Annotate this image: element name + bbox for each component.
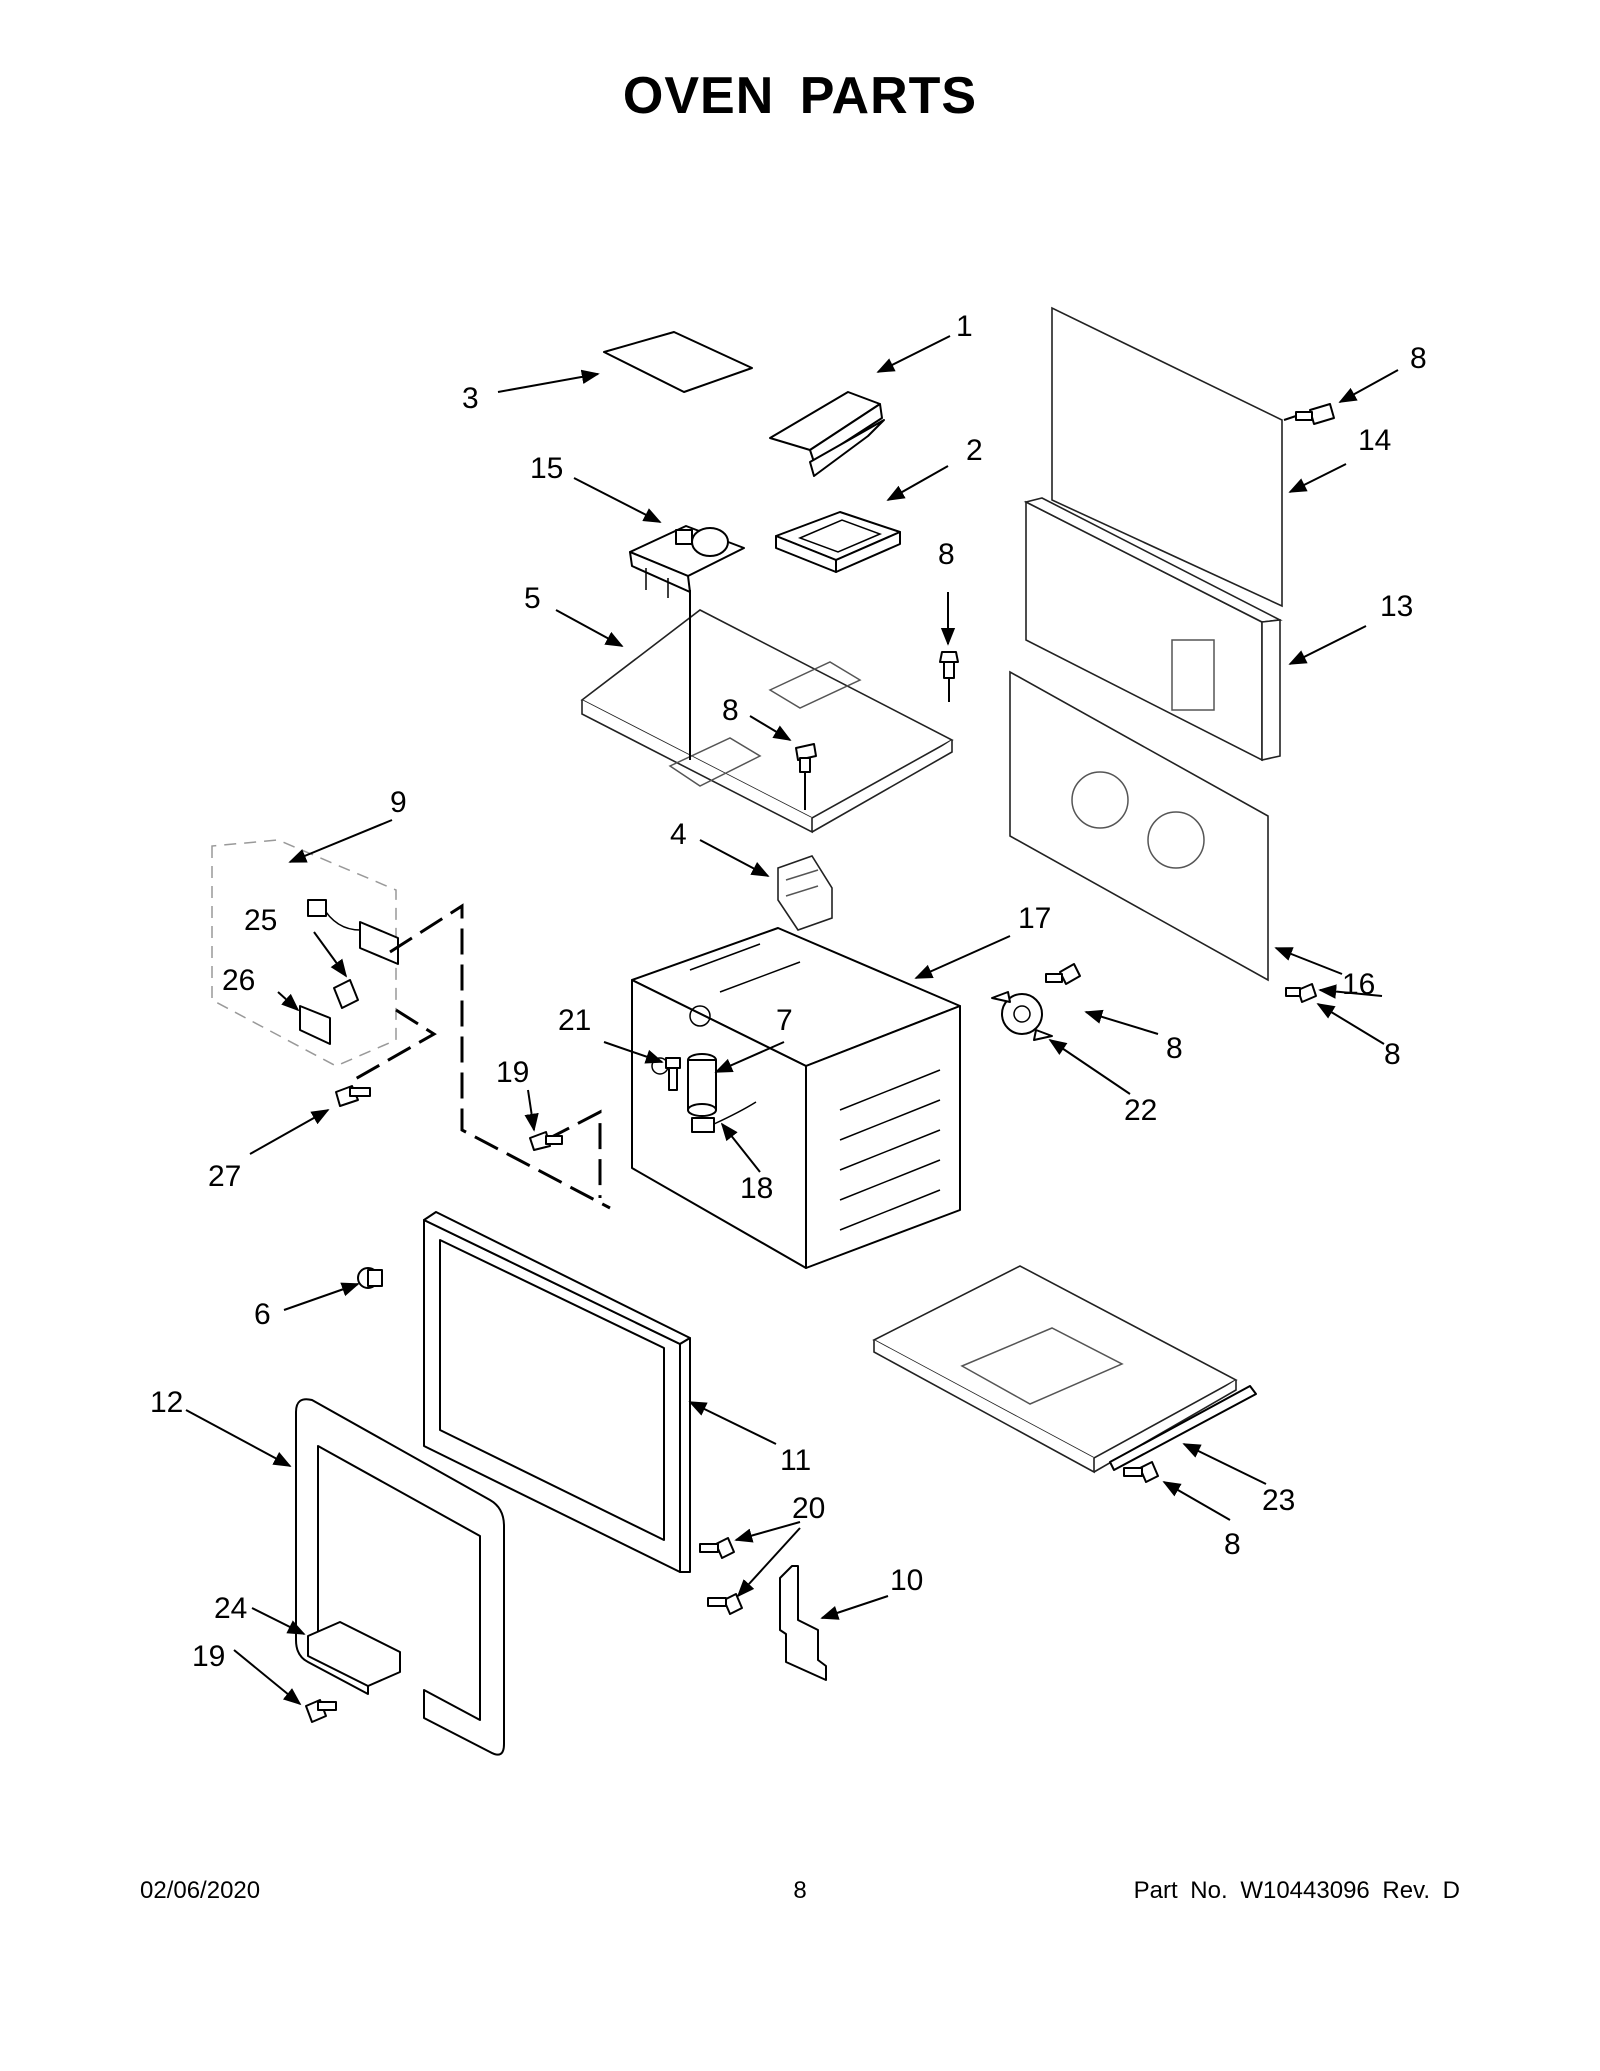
part-26-lens	[299, 1005, 331, 1045]
callout-8a: 8	[1410, 342, 1427, 375]
callout-9: 9	[390, 786, 407, 819]
part-25-bulb	[333, 979, 359, 1009]
callout-1: 1	[956, 310, 973, 343]
callout-8b: 8	[938, 538, 955, 571]
part-27-screw	[335, 1085, 371, 1107]
part-4-control-board	[777, 855, 833, 931]
part-25-socket	[307, 899, 327, 917]
page-title: OVEN PARTS	[622, 67, 978, 125]
callout-13: 13	[1380, 590, 1413, 623]
callout-20: 20	[792, 1492, 825, 1525]
part-3-cover-plate	[603, 331, 753, 393]
part-14-rear-panel	[1051, 306, 1283, 608]
callout-18: 18	[740, 1172, 773, 1205]
part-15-motor-assembly	[629, 525, 745, 598]
callout-3: 3	[462, 382, 479, 415]
callout-19b: 19	[192, 1640, 225, 1673]
callout-8f: 8	[1224, 1528, 1241, 1561]
wire-harness-dashed-3	[545, 1109, 602, 1198]
callout-17: 17	[1018, 902, 1051, 935]
part-19-screw-upper	[529, 1131, 563, 1151]
callout-25: 25	[244, 904, 277, 937]
part-1-vent-duct	[769, 391, 885, 477]
footer-part-number: Part No. W10443096 Rev. D	[1133, 1877, 1460, 1904]
wire-harness-dashed	[389, 903, 611, 1210]
callout-7: 7	[776, 1004, 793, 1037]
part-8-screw-bottom	[1123, 1461, 1159, 1483]
part-16-heat-shield	[1009, 670, 1269, 982]
callout-10: 10	[890, 1564, 923, 1597]
wire-harness-dashed-2	[349, 1008, 437, 1084]
part-19-screw-lower	[305, 1699, 337, 1723]
part-8-screw-right-top	[1283, 403, 1335, 425]
callout-8c: 8	[722, 694, 739, 727]
part-11-front-frame	[423, 1211, 691, 1573]
part-6-bumper	[357, 1267, 383, 1289]
part-2-vent-box	[775, 511, 901, 573]
callout-22: 22	[1124, 1094, 1157, 1127]
callout-21: 21	[558, 1004, 591, 1037]
part-24-hinge-block	[307, 1621, 401, 1687]
part-21-screw	[665, 1057, 681, 1091]
part-8-screw-right-2	[1285, 983, 1317, 1003]
callout-26: 26	[222, 964, 255, 997]
part-8-screw-top	[939, 651, 959, 702]
footer-page-number: 8	[793, 1877, 807, 1904]
leader-lines	[185, 335, 1399, 1706]
callout-5: 5	[524, 582, 541, 615]
callout-8e: 8	[1384, 1038, 1401, 1071]
part-23-bottom-panel	[872, 1265, 1257, 1474]
part-18-bracket	[691, 1101, 757, 1133]
footer-date: 02/06/2020	[140, 1877, 261, 1904]
part-8-screw-mid	[795, 743, 817, 810]
callout-12: 12	[150, 1386, 183, 1419]
part-7-igniter	[687, 1053, 717, 1117]
callout-19a: 19	[496, 1056, 529, 1089]
callout-27: 27	[208, 1160, 241, 1193]
part-5-top-panel	[580, 609, 954, 834]
part-22-thermostat	[991, 991, 1053, 1041]
callout-24: 24	[214, 1592, 247, 1625]
part-8-screw-right-1	[1045, 963, 1081, 985]
callout-2: 2	[966, 434, 983, 467]
part-20-screw-lower	[707, 1593, 743, 1615]
callout-6: 6	[254, 1298, 271, 1331]
part-13-back-cover	[1023, 497, 1283, 762]
callout-4: 4	[670, 818, 687, 851]
callout-14: 14	[1358, 424, 1391, 457]
callout-labels: 1 2 3 4 5 6 7 8 8 8 8 8 8 8 9 10 11 12 1…	[150, 310, 1427, 1673]
callout-16: 16	[1342, 968, 1375, 1001]
part-20-screw-upper	[699, 1537, 735, 1559]
callout-8d: 8	[1166, 1032, 1183, 1065]
part-10-hinge-bracket	[779, 1565, 827, 1681]
callout-23: 23	[1262, 1484, 1295, 1517]
callout-11: 11	[780, 1444, 811, 1477]
callout-15: 15	[530, 452, 563, 485]
part-17-oven-cavity	[631, 927, 961, 1269]
